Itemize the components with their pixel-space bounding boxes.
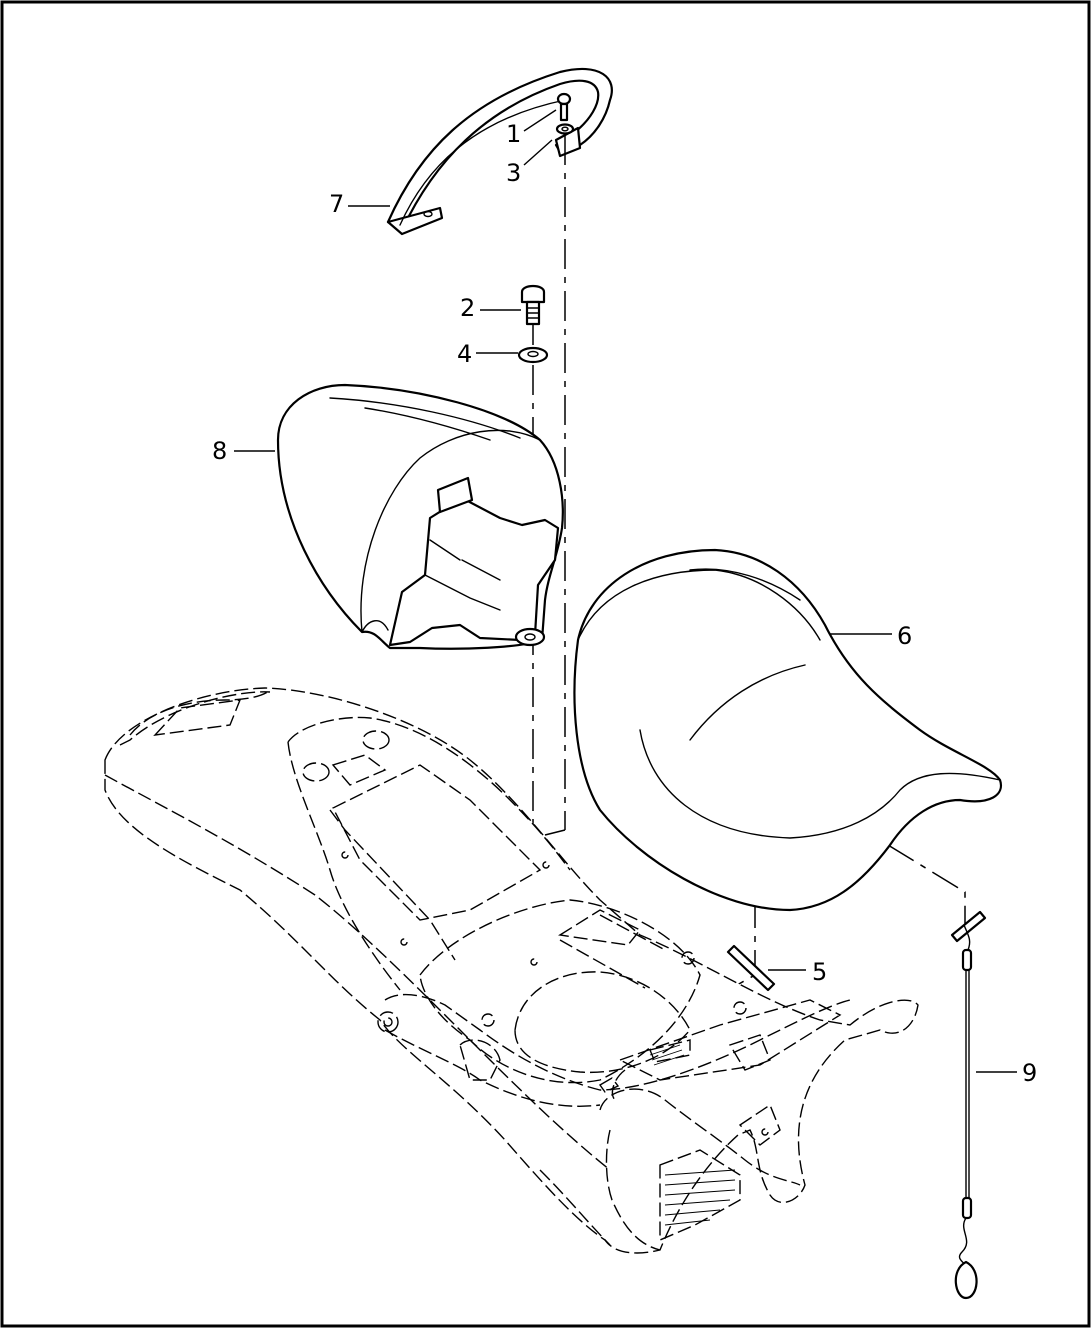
- leader-lines: [234, 109, 1017, 1073]
- callout-2: 2: [460, 294, 475, 322]
- callout-1: 1: [506, 120, 521, 148]
- centerline-lanyard: [887, 844, 966, 925]
- callout-labels: 1 2 3 4 5 6 7 8 9: [212, 120, 1037, 1087]
- part-3-washer: [555, 123, 575, 135]
- callout-4: 4: [457, 340, 472, 368]
- part-1-screw: [556, 92, 572, 122]
- part-2-bolt: [520, 284, 546, 326]
- part-8-pillion-pad: [276, 383, 564, 650]
- motorcycle-rear-frame-phantom: [104, 687, 919, 1254]
- callout-8: 8: [212, 437, 227, 465]
- part-5-pin: [726, 944, 776, 992]
- leader-1: [523, 109, 557, 132]
- callout-9: 9: [1022, 1059, 1037, 1087]
- part-7-strap: [386, 67, 613, 236]
- callout-7: 7: [329, 190, 344, 218]
- part-9-lanyard: [950, 910, 987, 1300]
- callout-3: 3: [506, 159, 521, 187]
- part-4-washer: [517, 346, 549, 364]
- leader-3: [523, 139, 553, 166]
- part-6-rider-seat: [573, 548, 1003, 912]
- callout-5: 5: [812, 958, 827, 986]
- centerline-screw-end: [544, 829, 566, 836]
- callout-6: 6: [897, 622, 912, 650]
